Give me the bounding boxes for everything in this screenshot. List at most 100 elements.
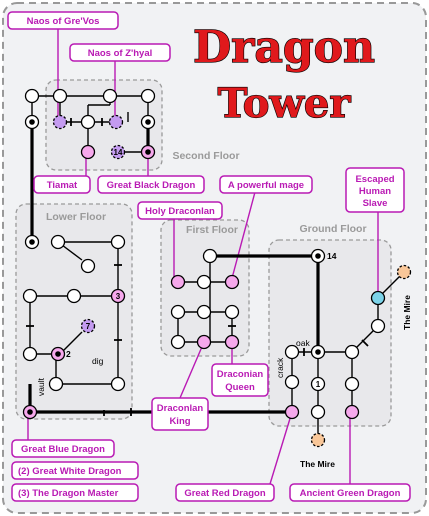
callout-draconian-queen: Draconian Queen [211,363,269,397]
callout-escaped-slave: Escaped Human Slave [345,167,405,213]
holy-draconian-node [170,274,186,290]
svg-text:Draconlan: Draconlan [157,403,204,414]
tiamat-node [80,144,96,160]
room-number-3: 3 [116,292,121,301]
mire-exit-node [310,432,326,448]
powerful-mage-node [224,274,240,290]
svg-text:Tiamat: Tiamat [47,180,78,191]
title-line-2: Tower [218,80,352,127]
svg-text:Ancient Green Dragon: Ancient Green Dragon [300,488,401,499]
zone-second-floor: Second Floor [45,79,240,171]
callout-holy-draconian: Holy Draconlan [137,201,223,220]
svg-text:Human: Human [359,186,391,197]
room-node [22,288,38,304]
label-dig: dig [92,356,104,366]
svg-text:King: King [169,416,190,427]
room-node [344,344,360,360]
zone-ground-floor: Ground Floor [268,223,392,427]
room-number-2: 2 [66,349,71,359]
callout-naos-grevos: Naos of Gre'Vos [7,11,119,30]
callout-a-powerful-mage: A powerful mage [219,175,313,194]
svg-text:A powerful mage: A powerful mage [228,180,304,191]
room-number-14: 14 [114,148,123,157]
map-labels: oak dig crack vault The Mire The Mire [36,295,412,469]
svg-text:(3) The Dragon Master: (3) The Dragon Master [18,488,119,499]
room-node [370,318,386,334]
ancient-green-dragon-node [344,404,360,420]
draconian-king-node [196,334,212,350]
zone-label-first-floor: First Floor [186,224,238,236]
room-node [52,88,68,104]
room-node [284,374,300,390]
label-vault: vault [36,377,46,396]
legend-great-white-dragon: (2) Great White Dragon [11,461,139,480]
room-node [80,258,96,274]
callout-great-red-dragon: Great Red Dragon [175,483,275,502]
zone-lower-floor: Lower Floor [15,203,133,420]
room-node [310,404,326,420]
legend-dragon-master: (3) The Dragon Master [11,483,139,502]
label-oak: oak [296,338,310,348]
room-node [50,234,66,250]
naos-zhyal-node [108,114,124,130]
room-number-1: 1 [316,380,321,389]
room-node [22,346,38,362]
svg-text:Great Red Dragon: Great Red Dragon [184,488,265,499]
room-number-7: 7 [86,322,91,331]
great-red-dragon-node [284,404,300,420]
room-node [284,344,300,360]
room-node [196,274,212,290]
svg-text:Great Blue Dragon: Great Blue Dragon [21,444,105,455]
room-node [344,376,360,392]
svg-text:Naos of Gre'Vos: Naos of Gre'Vos [27,16,100,27]
map-title: Dragon Tower [192,21,375,127]
room-7-node [80,318,96,334]
room-node [102,88,118,104]
room-1-node [310,376,326,392]
zone-label-lower-floor: Lower Floor [46,211,106,223]
room-node [66,288,82,304]
svg-text:Slave: Slave [363,198,388,209]
naos-grevos-node [52,114,68,130]
label-crack: crack [275,357,285,378]
room-3-node [110,288,126,304]
zone-label-second-floor: Second Floor [172,150,239,162]
svg-text:Holy Draconlan: Holy Draconlan [145,206,215,217]
room-node [110,376,126,392]
room-number-14-ground: 14 [327,251,337,261]
room-node [224,304,240,320]
draconian-queen-node [224,334,240,350]
svg-text:Escaped: Escaped [355,174,394,185]
zone-label-ground-floor: Ground Floor [299,223,366,235]
label-the-mire-right: The Mire [402,295,412,330]
room-node [140,88,156,104]
room-node [24,88,40,104]
rooms [22,88,412,448]
escaped-slave-node [370,290,386,306]
room-node [110,234,126,250]
room-node [202,248,218,264]
callout-tiamat: Tiamat [33,175,91,194]
svg-text:Great Black Dragon: Great Black Dragon [107,180,196,191]
svg-text:(2) Great White Dragon: (2) Great White Dragon [18,466,122,477]
svg-text:Draconian: Draconian [217,369,264,380]
room-node [170,334,186,350]
callout-great-blue-dragon: Great Blue Dragon [11,439,115,458]
title-line-1: Dragon [193,22,375,73]
callout-naos-zhyal: Naos of Z'hyal [69,43,171,62]
svg-text:Queen: Queen [225,382,255,393]
room-node [196,304,212,320]
room-numbers: 14 1 3 7 2 14 [66,148,337,389]
callout-draconian-king: Draconlan King [151,397,209,431]
svg-text:Naos of Z'hyal: Naos of Z'hyal [88,48,153,59]
callout-ancient-green-dragon: Ancient Green Dragon [289,483,411,502]
callout-great-black-dragon: Great Black Dragon [97,175,205,194]
callout-leaders [27,26,379,485]
room-node [80,114,96,130]
room-node [170,304,186,320]
label-the-mire-bottom: The Mire [300,459,335,469]
room-node [48,376,64,392]
room-14-node [110,144,126,160]
mire-exit-node [396,264,412,280]
